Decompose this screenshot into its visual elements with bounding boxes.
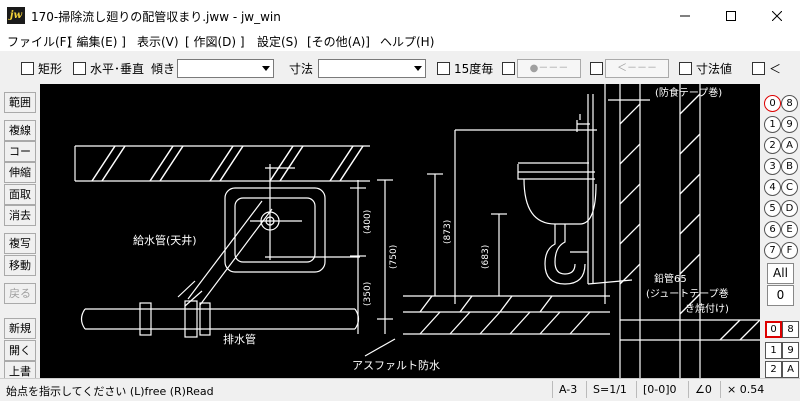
horiz-vert-checkbox[interactable] xyxy=(73,62,86,75)
group-a[interactable]: A xyxy=(782,361,799,378)
dot-checkbox[interactable] xyxy=(502,62,515,75)
menu-edit[interactable]: [ 編集(E) ] xyxy=(68,35,126,49)
jw-app-icon: jw xyxy=(7,7,25,24)
menu-help[interactable]: ヘルプ(H) xyxy=(380,35,435,49)
cad-drawing: 給水管(天井) 排水管 アスファルト防水 (防食テープ巻) 鉛管65 (ジュート… xyxy=(74,84,760,378)
tool-new[interactable]: 新規 xyxy=(4,318,36,339)
group-8[interactable]: 8 xyxy=(782,321,799,338)
tilt-label: 傾き xyxy=(151,62,176,76)
menu-draw[interactable]: [ 作図(D) ] xyxy=(185,35,245,49)
status-bar: 始点を指示してください (L)free (R)Read A-3 S=1/1 [0… xyxy=(0,378,800,401)
layer-1[interactable]: 1 xyxy=(764,116,781,133)
last-checkbox[interactable] xyxy=(752,62,765,75)
dim-873: (873) xyxy=(443,220,453,244)
tool-open[interactable]: 開く xyxy=(4,340,36,361)
title-bar: jw 170-掃除流し廻りの配管収まり.jww - jw_win xyxy=(0,0,800,31)
status-scale[interactable]: S=1/1 xyxy=(586,381,633,398)
layer-f[interactable]: F xyxy=(781,242,798,259)
menu-view[interactable]: 表示(V) xyxy=(137,35,179,49)
label-jute: (ジュートテープ巻 xyxy=(646,288,729,300)
layer-2[interactable]: 2 xyxy=(764,137,781,154)
status-factor[interactable]: × 0.54 xyxy=(720,381,799,398)
label-drain-pipe: 排水管 xyxy=(223,332,256,346)
layer-5[interactable]: 5 xyxy=(764,200,781,217)
layer-3[interactable]: 3 xyxy=(764,158,781,175)
line-type-arrow-button[interactable]: ＜－－－ xyxy=(605,59,669,78)
rect-label: 矩形 xyxy=(38,62,63,76)
tool-parallel[interactable]: 複線 xyxy=(4,120,36,141)
layer-e[interactable]: E xyxy=(781,221,798,238)
group-9[interactable]: 9 xyxy=(782,342,799,359)
rect-checkbox[interactable] xyxy=(21,62,34,75)
layer-a[interactable]: A xyxy=(781,137,798,154)
group-2[interactable]: 2 xyxy=(765,361,782,378)
group-0[interactable]: 0 xyxy=(765,321,782,338)
menu-settings[interactable]: 設定(S) xyxy=(257,35,298,49)
arrow-checkbox[interactable] xyxy=(590,62,603,75)
minimize-icon xyxy=(680,15,690,16)
layer-c[interactable]: C xyxy=(781,179,798,196)
deg15-checkbox[interactable] xyxy=(437,62,450,75)
menu-other[interactable]: [その他(A)] xyxy=(307,35,370,49)
label-lead: 鉛管65 xyxy=(654,272,687,285)
label-tape: (防食テープ巻) xyxy=(655,86,722,99)
close-icon xyxy=(772,10,782,21)
tool-erase[interactable]: 消去 xyxy=(4,205,36,226)
layer-4[interactable]: 4 xyxy=(764,179,781,196)
tilt-combo[interactable] xyxy=(177,59,274,78)
control-toolbar: 矩形 水平･垂直 傾き 寸法 15度毎 ●－－－ ＜－－－ 寸法値 ＜ xyxy=(0,51,800,85)
layer-7[interactable]: 7 xyxy=(764,242,781,259)
drawing-canvas[interactable]: 給水管(天井) 排水管 アスファルト防水 (防食テープ巻) 鉛管65 (ジュート… xyxy=(40,84,760,378)
layer-palette: 0 8 1 9 2 A 3 B 4 C 5 D 6 E 7 F All 0 0 … xyxy=(760,84,800,378)
chevron-down-icon xyxy=(414,66,422,71)
last-label: ＜ xyxy=(769,62,782,76)
status-angle[interactable]: ∠0 xyxy=(688,381,721,398)
dim-350: (350) xyxy=(363,282,373,306)
dim-683: (683) xyxy=(481,245,491,269)
status-layer[interactable]: [0-0]0 xyxy=(636,381,683,398)
status-paper[interactable]: A-3 xyxy=(552,381,589,398)
line-type-dot-button[interactable]: ●－－－ xyxy=(517,59,581,78)
menu-bar: ファイル(F) [ 編集(E) ] 表示(V) [ 作図(D) ] 設定(S) … xyxy=(0,31,800,51)
layer-6[interactable]: 6 xyxy=(764,221,781,238)
maximize-icon xyxy=(726,10,736,21)
menu-file[interactable]: ファイル(F) xyxy=(7,35,72,49)
label-asphalt: アスファルト防水 xyxy=(352,358,440,372)
dim-value-checkbox[interactable] xyxy=(679,62,692,75)
dim-400: (400) xyxy=(363,210,373,234)
dim-value-label: 寸法値 xyxy=(696,62,733,76)
dim-750: (750) xyxy=(389,245,399,269)
tool-corner[interactable]: コーナー xyxy=(4,141,36,177)
chevron-down-icon xyxy=(262,66,270,71)
status-message: 始点を指示してください (L)free (R)Read xyxy=(6,385,214,398)
tool-undo[interactable]: 戻る xyxy=(4,283,36,304)
layer-b[interactable]: B xyxy=(781,158,798,175)
left-tool-palette: 範囲 複線 コーナー 伸縮 面取 消去 複写 移動 戻る 新規 開く 上書 xyxy=(0,84,40,382)
dimension-combo[interactable] xyxy=(318,59,426,78)
maximize-button[interactable] xyxy=(708,0,754,31)
tool-move[interactable]: 移動 xyxy=(4,255,36,276)
layer-8[interactable]: 8 xyxy=(781,95,798,112)
label-water-pipe: 給水管(天井) xyxy=(133,233,197,247)
dimension-label: 寸法 xyxy=(289,62,314,76)
group-1[interactable]: 1 xyxy=(765,342,782,359)
deg15-label: 15度毎 xyxy=(454,62,494,76)
layer-zero-button[interactable]: 0 xyxy=(767,285,794,306)
tool-chamfer[interactable]: 面取 xyxy=(4,184,36,205)
tool-copy[interactable]: 複写 xyxy=(4,233,36,254)
layer-d[interactable]: D xyxy=(781,200,798,217)
layer-0[interactable]: 0 xyxy=(764,95,781,112)
label-bake: き焼付け) xyxy=(685,302,729,315)
horiz-vert-label: 水平･垂直 xyxy=(90,62,145,76)
layer-all-button[interactable]: All xyxy=(767,263,794,284)
layer-9[interactable]: 9 xyxy=(781,116,798,133)
tool-range[interactable]: 範囲 xyxy=(4,92,36,113)
window-title: 170-掃除流し廻りの配管収まり.jww - jw_win xyxy=(31,10,281,24)
minimize-button[interactable] xyxy=(662,0,708,31)
tool-stretch[interactable]: 伸縮 xyxy=(4,162,36,183)
close-button[interactable] xyxy=(754,0,800,31)
